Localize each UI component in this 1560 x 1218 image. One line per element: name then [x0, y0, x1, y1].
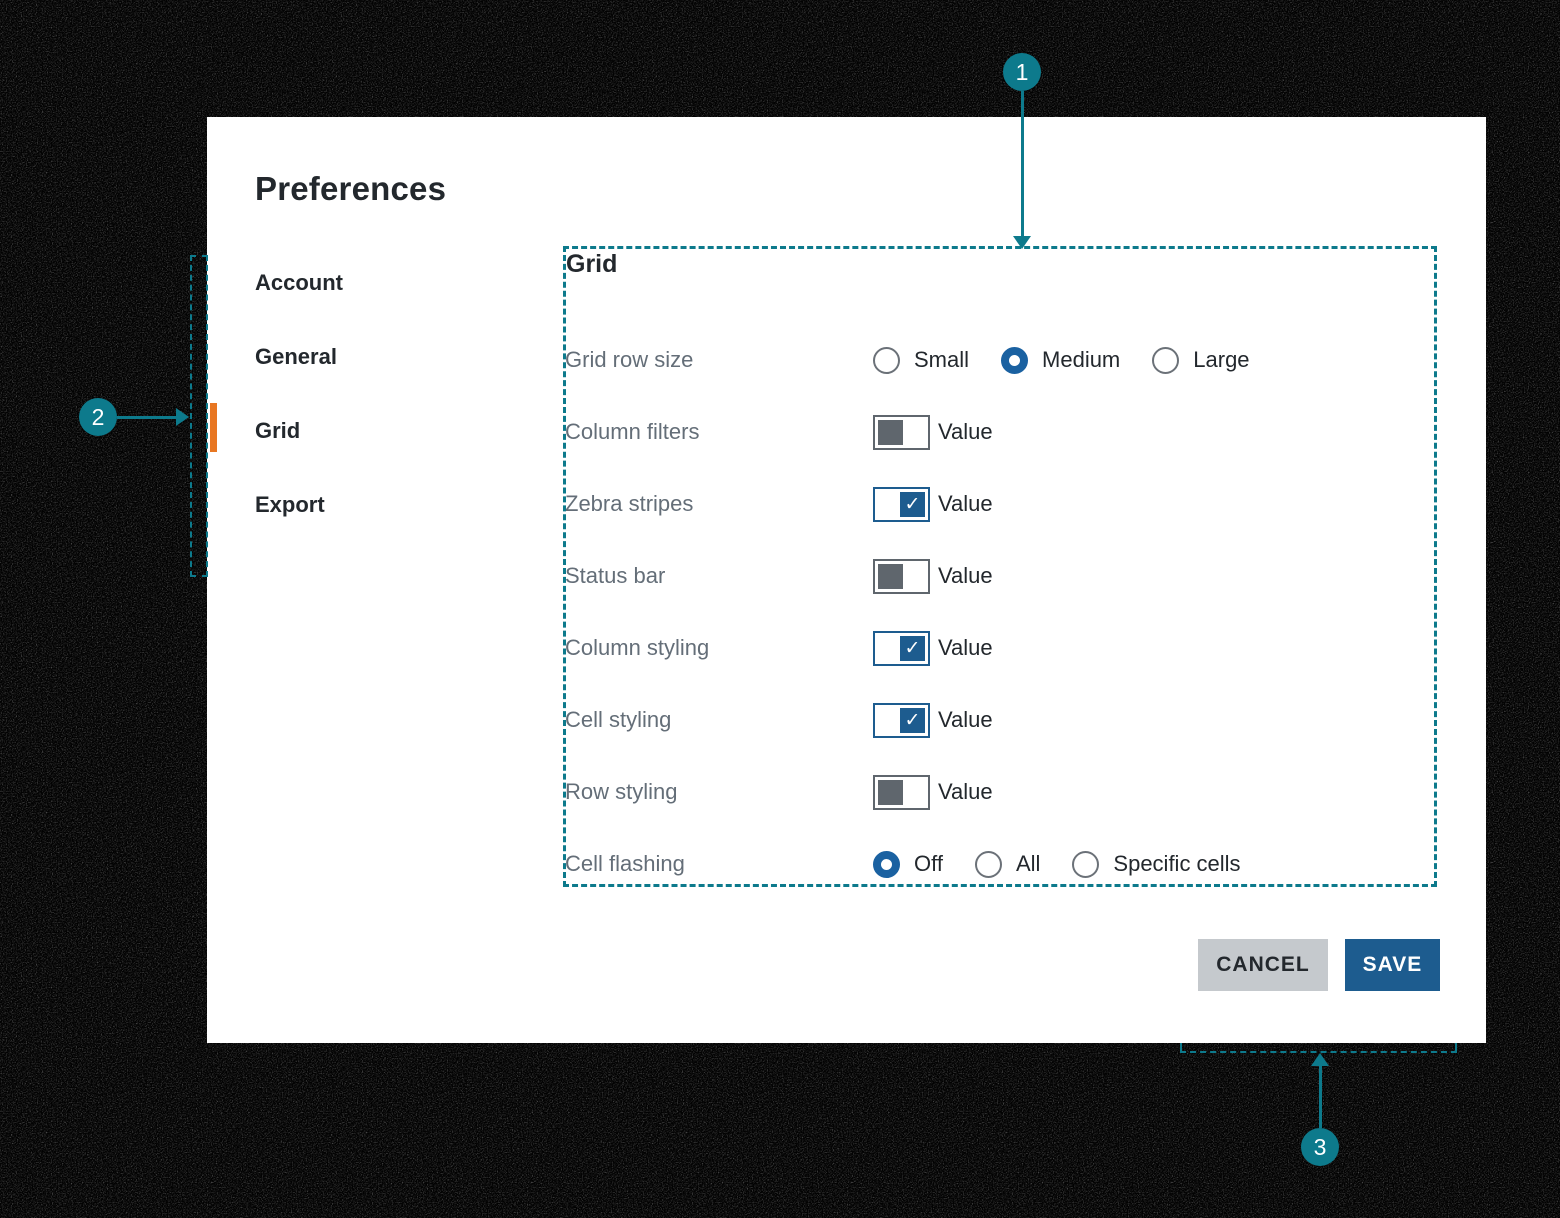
annotation-region-panel	[563, 246, 1437, 887]
radio-button-icon[interactable]	[873, 850, 900, 878]
toggle-value-label: Value	[938, 779, 993, 804]
radio-option-label: Large	[1193, 347, 1250, 372]
sidebar-item-general[interactable]: General	[255, 344, 337, 369]
radio-button-icon[interactable]	[873, 346, 900, 374]
check-icon: ✓	[900, 707, 925, 733]
annotation-region-footer	[1180, 1043, 1457, 1053]
settings-row: Column filters Value	[565, 396, 1440, 468]
radio-option-label: Small	[914, 347, 970, 372]
toggle-value-label: Value	[938, 563, 993, 588]
annotation-marker-3: 3	[1301, 1128, 1339, 1166]
radio-option-medium[interactable]: Medium	[1001, 346, 1121, 374]
sidebar-item-grid[interactable]: Grid	[255, 418, 301, 443]
annotation-region-sidebar	[190, 255, 208, 577]
setting-label: Cell styling	[565, 707, 672, 732]
check-icon: ✓	[900, 635, 925, 661]
settings-row: Cell flashing Off All Specific cells	[565, 828, 1440, 900]
setting-label: Zebra stripes	[565, 491, 694, 516]
toggle-switch[interactable]	[873, 558, 930, 594]
radio-option-off[interactable]: Off	[873, 850, 943, 878]
toggle-switch[interactable]	[873, 774, 930, 810]
annotation-arrow-line-2	[117, 416, 177, 419]
radio-option-specific-cells[interactable]: Specific cells	[1072, 850, 1241, 878]
annotation-arrow-line-1	[1021, 91, 1024, 237]
setting-controls: Value	[873, 774, 993, 810]
dialog-title: Preferences	[255, 170, 447, 207]
radio-button-icon[interactable]	[1001, 346, 1029, 374]
radio-option-label: Specific cells	[1113, 851, 1241, 876]
settings-row: Status bar Value	[565, 540, 1440, 612]
radio-option-label: Medium	[1042, 347, 1121, 372]
arrow-up-icon	[1311, 1053, 1329, 1066]
radio-button-icon[interactable]	[1152, 346, 1180, 374]
settings-row: Column styling ✓ Value	[565, 612, 1440, 684]
active-item-indicator	[210, 403, 217, 452]
setting-label: Status bar	[565, 563, 666, 588]
toggle-value-label: Value	[938, 707, 993, 732]
annotation-arrow-line-3	[1319, 1066, 1322, 1128]
save-button[interactable]: SAVE	[1345, 939, 1440, 991]
toggle-switch[interactable]: ✓	[873, 702, 930, 738]
sidebar-item-export[interactable]: Export	[255, 492, 325, 517]
radio-button-icon[interactable]	[974, 850, 1002, 878]
setting-label: Column styling	[565, 635, 710, 660]
radio-option-all[interactable]: All	[974, 850, 1041, 878]
setting-label: Row styling	[565, 779, 678, 804]
check-icon: ✓	[900, 491, 925, 517]
toggle-switch[interactable]	[873, 414, 930, 450]
toggle-knob	[878, 419, 903, 445]
setting-controls: ✓ Value	[873, 702, 993, 738]
settings-row: Cell styling ✓ Value	[565, 684, 1440, 756]
settings-row: Row styling Value	[565, 756, 1440, 828]
radio-option-label: Off	[914, 851, 943, 876]
setting-label: Grid row size	[565, 347, 694, 372]
toggle-value-label: Value	[938, 491, 993, 516]
settings-row: Zebra stripes ✓ Value	[565, 468, 1440, 540]
toggle-value-label: Value	[938, 419, 993, 444]
annotation-marker-1: 1	[1003, 53, 1041, 91]
setting-label: Cell flashing	[565, 851, 685, 876]
toggle-value-label: Value	[938, 635, 993, 660]
setting-label: Column filters	[565, 419, 700, 444]
radio-option-label: All	[1015, 851, 1041, 876]
radio-button-icon[interactable]	[1072, 850, 1100, 878]
radio-option-large[interactable]: Large	[1152, 346, 1250, 374]
sidebar-item-account[interactable]: Account	[255, 270, 343, 295]
panel-heading: Grid	[566, 250, 618, 278]
setting-controls: ✓ Value	[873, 486, 993, 522]
settings-row: Grid row size Small Medium Large	[565, 324, 1440, 396]
toggle-knob	[878, 563, 903, 589]
cancel-button[interactable]: CANCEL	[1198, 939, 1328, 991]
setting-controls: ✓ Value	[873, 630, 993, 666]
setting-controls: Off All Specific cells	[873, 850, 1241, 878]
annotation-marker-2: 2	[79, 398, 117, 436]
arrow-right-icon	[176, 408, 189, 426]
toggle-knob	[878, 779, 903, 805]
toggle-switch[interactable]: ✓	[873, 486, 930, 522]
radio-option-small[interactable]: Small	[873, 346, 970, 374]
setting-controls: Value	[873, 414, 993, 450]
setting-controls: Small Medium Large	[873, 346, 1250, 374]
setting-controls: Value	[873, 558, 993, 594]
toggle-switch[interactable]: ✓	[873, 630, 930, 666]
arrow-down-icon	[1013, 236, 1031, 249]
